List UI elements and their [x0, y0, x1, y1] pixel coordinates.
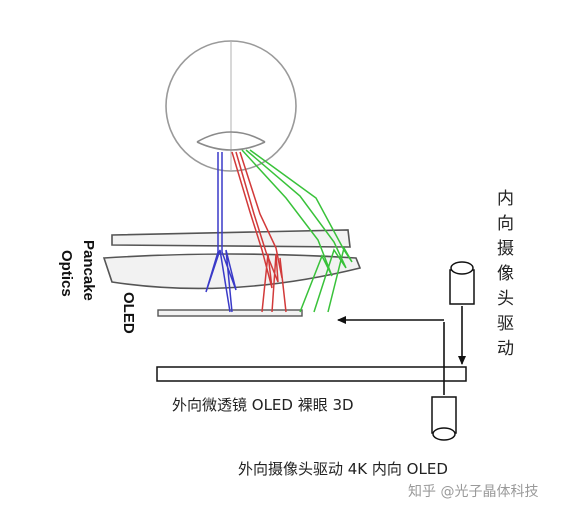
camera-icon [449, 261, 475, 305]
label-inner-camera: 内向摄像头驱动 [493, 189, 514, 364]
watermark: 知乎 @光子晶体科技 [408, 483, 538, 500]
camera-icon [431, 396, 457, 441]
red-rays [231, 151, 287, 313]
green-rays [241, 149, 353, 313]
outer-display-bar [156, 366, 467, 382]
label-pancake: Pancake [80, 240, 97, 301]
label-optics: Optics [58, 250, 75, 297]
pancake-lens-upper [111, 229, 351, 248]
label-oled: OLED [120, 292, 137, 334]
signal-arrows [337, 306, 466, 395]
eye-icon [165, 40, 297, 172]
blue-rays [205, 152, 237, 313]
label-outer-camera: 外向摄像头驱动 4K 内向 OLED [238, 460, 448, 478]
label-outer-display: 外向微透镜 OLED 裸眼 3D [172, 396, 354, 414]
